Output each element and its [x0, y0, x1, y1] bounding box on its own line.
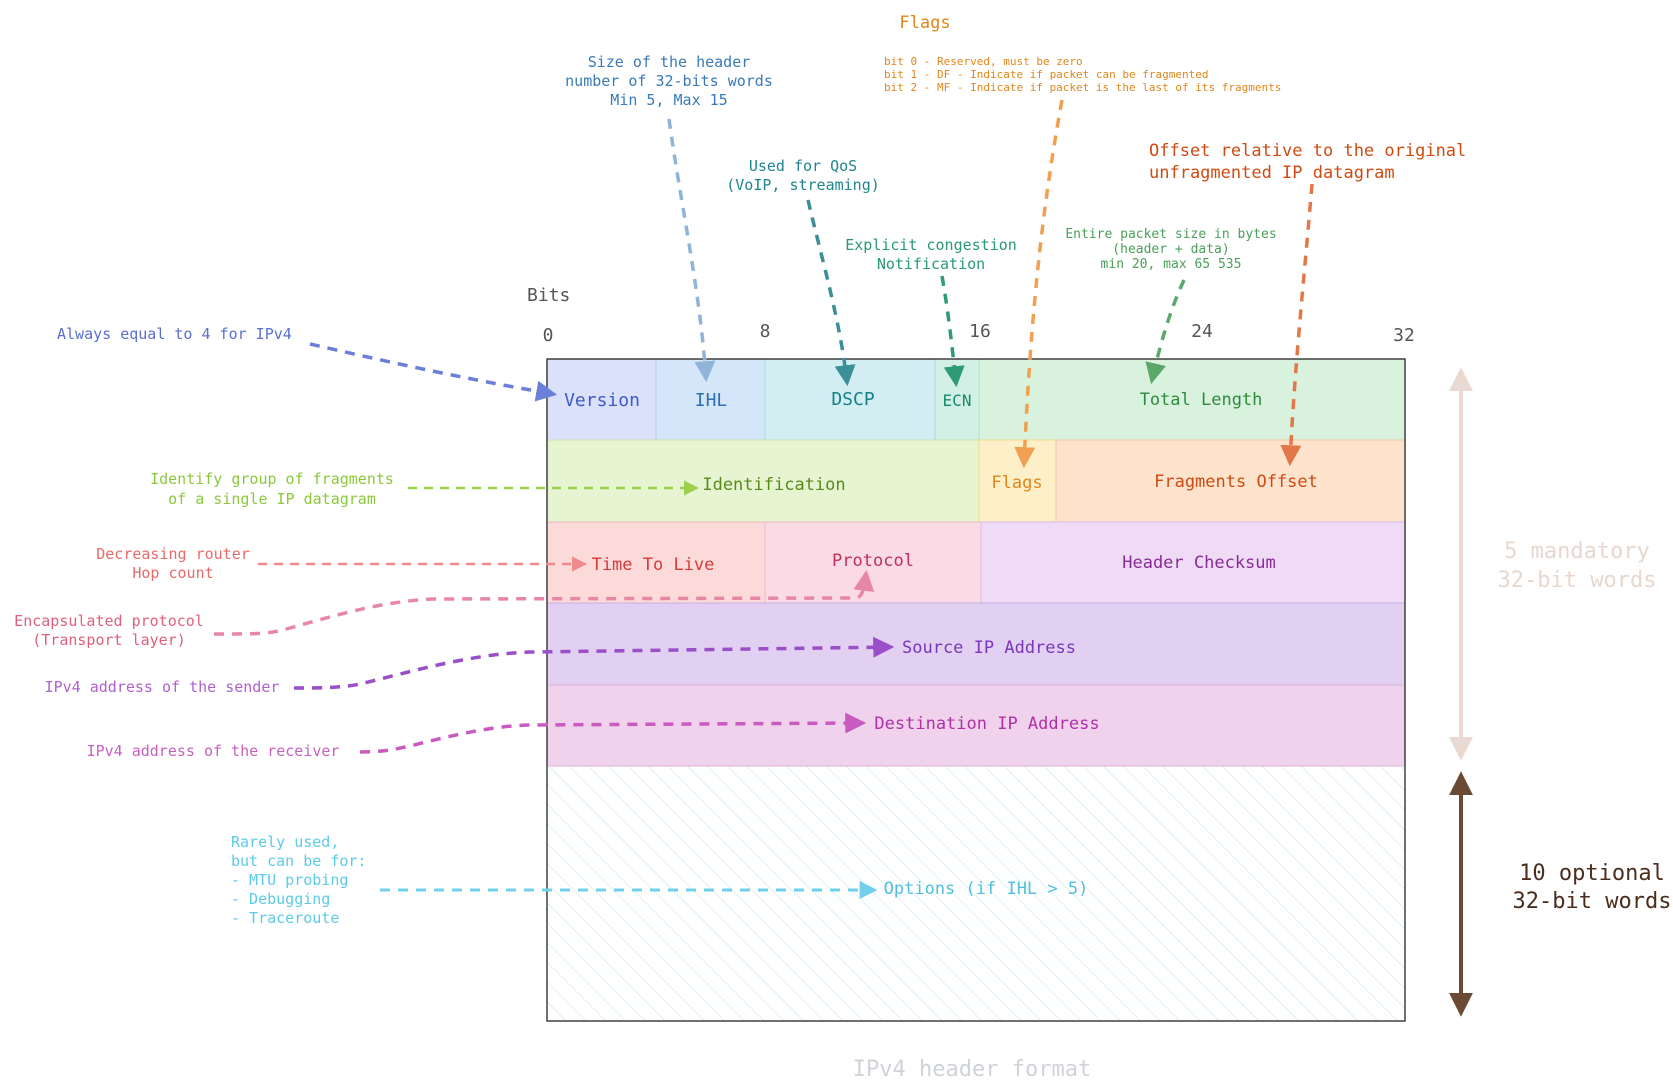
- ann-ecn-1: Explicit congestion: [845, 236, 1017, 254]
- ann-options-2: but can be for:: [231, 852, 366, 870]
- optional-label-2: 32-bit words: [1513, 889, 1672, 914]
- field-fragment-offset-box: [1055, 439, 1406, 523]
- ann-dest-ip: IPv4 address of the receiver: [87, 742, 340, 760]
- arrow-source-ip: [293, 636, 895, 690]
- ann-flags-bit1: bit 1 - DF - Indicate if packet can be f…: [884, 68, 1209, 81]
- ann-protocol-2: (Transport layer): [32, 631, 186, 649]
- ann-dscp-1: Used for QoS: [749, 157, 857, 175]
- ann-source-ip: IPv4 address of the sender: [45, 678, 280, 696]
- ann-total-length-3: min 20, max 65 535: [1101, 257, 1242, 272]
- field-total-length-box: [978, 358, 1406, 441]
- ann-options-1: Rarely used,: [231, 833, 339, 851]
- arrow-ihl: [667, 118, 716, 383]
- ann-total-length-1: Entire packet size in bytes: [1065, 227, 1276, 242]
- field-identification-box: [546, 439, 980, 523]
- arrow-version: [309, 342, 558, 402]
- arrow-fragment-offset: [1280, 183, 1314, 467]
- arrow-dscp: [806, 199, 856, 387]
- field-options-box: [547, 766, 1405, 1021]
- ann-ecn-2: Notification: [877, 255, 985, 273]
- header-outline: [546, 358, 1406, 1022]
- ann-fragment-offset-1: Offset relative to the original: [1149, 141, 1466, 161]
- ann-flags-bit0: bit 0 - Reserved, must be zero: [884, 55, 1083, 68]
- ann-options-3: - MTU probing: [231, 871, 348, 889]
- arrow-ecn: [940, 275, 965, 388]
- label-identification: Identification: [702, 475, 845, 495]
- label-ihl: IHL: [695, 390, 728, 411]
- mandatory-label-2: 32-bit words: [1498, 568, 1657, 593]
- label-options: Options (if IHL > 5): [884, 879, 1089, 899]
- diagram-caption: IPv4 header format: [853, 1057, 1091, 1082]
- arrow-flags: [1014, 99, 1064, 469]
- ann-dscp-2: (VoIP, streaming): [726, 176, 880, 194]
- ann-ihl-2: number of 32-bits words: [565, 72, 773, 90]
- bit-mark-24: 24: [1191, 321, 1213, 342]
- ann-options-5: - Traceroute: [231, 909, 339, 927]
- label-protocol: Protocol: [832, 551, 914, 571]
- ann-version: Always equal to 4 for IPv4: [57, 325, 292, 343]
- label-version: Version: [564, 390, 640, 411]
- ann-identification-2: of a single IP datagram: [168, 490, 376, 508]
- ann-ttl-2: Hop count: [132, 564, 213, 582]
- ann-ihl-1: Size of the header: [588, 53, 751, 71]
- bit-mark-16: 16: [969, 321, 991, 342]
- label-source-ip: Source IP Address: [902, 638, 1076, 658]
- label-checksum: Header Checksum: [1122, 553, 1276, 573]
- arrow-protocol: [213, 569, 875, 636]
- label-dscp: DSCP: [831, 389, 875, 410]
- ann-flags-title: Flags: [899, 13, 950, 33]
- ann-ihl-3: Min 5, Max 15: [610, 91, 727, 109]
- optional-label-1: 10 optional: [1519, 861, 1665, 886]
- arrow-total-length: [1145, 279, 1186, 385]
- bit-mark-32: 32: [1393, 325, 1415, 346]
- label-ttl: Time To Live: [592, 555, 715, 575]
- ann-ttl-1: Decreasing router: [96, 545, 250, 563]
- bit-mark-0: 0: [543, 325, 554, 346]
- mandatory-label-1: 5 mandatory: [1504, 539, 1650, 564]
- label-dest-ip: Destination IP Address: [874, 714, 1099, 734]
- ann-options-4: - Debugging: [231, 890, 330, 908]
- label-flags: Flags: [991, 473, 1042, 493]
- ann-flags-bit2: bit 2 - MF - Indicate if packet is the l…: [884, 81, 1281, 94]
- bit-mark-8: 8: [760, 321, 771, 342]
- label-fragment-offset: Fragments Offset: [1154, 472, 1318, 492]
- bits-label: Bits: [527, 285, 570, 306]
- ann-fragment-offset-2: unfragmented IP datagram: [1149, 163, 1395, 183]
- ann-protocol-1: Encapsulated protocol: [14, 612, 204, 630]
- label-total-length: Total Length: [1140, 390, 1263, 410]
- label-ecn: ECN: [943, 391, 972, 410]
- ann-total-length-2: (header + data): [1112, 242, 1229, 257]
- ann-identification-1: Identify group of fragments: [150, 470, 394, 488]
- field-version-box: [546, 358, 657, 441]
- arrow-dest-ip: [359, 712, 867, 754]
- field-source-ip-box: [546, 602, 1406, 686]
